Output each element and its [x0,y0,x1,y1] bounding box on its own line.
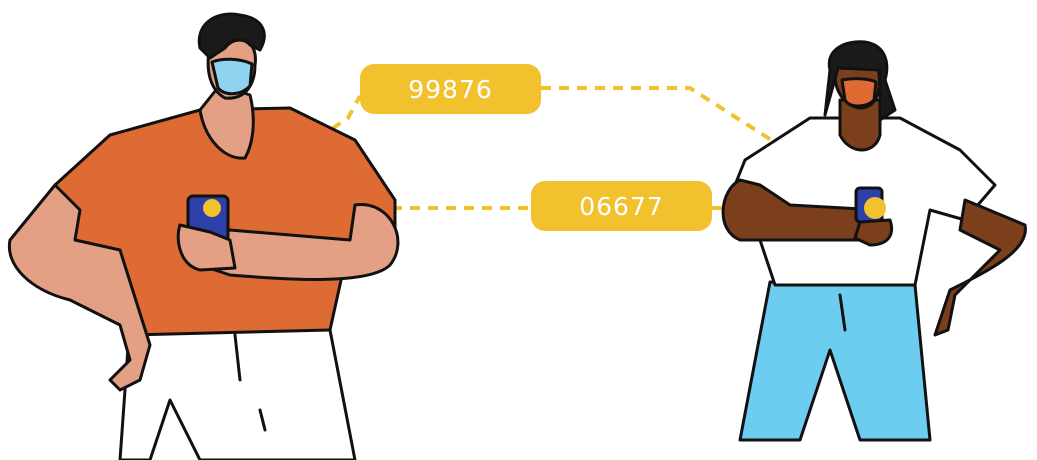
person-left [7,12,400,460]
person-left-hair [197,12,266,60]
mask-icon [210,57,254,96]
person-left-neck [198,83,255,160]
person-left-hand [176,223,237,272]
person-left-arm-right [188,203,400,281]
mask-icon-2 [840,77,878,108]
code-pill-top: 99876 [360,64,541,114]
person-right-hand [853,218,894,247]
code-pill-bottom: 06677 [531,181,712,231]
code-text-bottom: 06677 [579,191,664,221]
person-right-neck [838,98,882,152]
signal-dot-left [203,199,221,217]
signal-dot-right [864,197,886,219]
person-right [721,40,1027,442]
person-right-jeans [738,280,932,442]
person-right-hair [823,40,897,122]
person-right-arm-right [933,198,1027,337]
person-left-pants [118,318,357,460]
code-text-top: 99876 [408,74,493,104]
person-left-arm-left [7,183,152,392]
